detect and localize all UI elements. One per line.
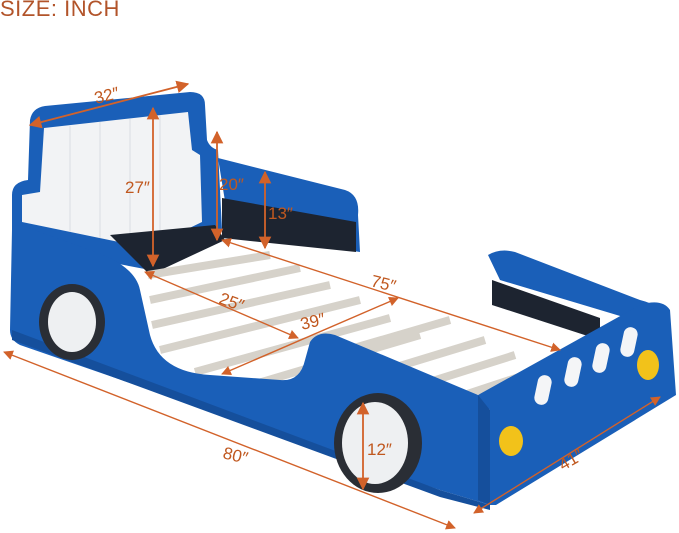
headlight-left (499, 426, 523, 456)
dim-headboard-height: 27″ (125, 178, 150, 197)
size-unit-title: SIZE: INCH (0, 0, 120, 21)
dim-inner-length: 75″ (369, 271, 398, 295)
near-side-panel (10, 225, 490, 510)
rear-wheel (39, 284, 105, 360)
dim-wheel-diameter: 12″ (367, 440, 392, 459)
dim-headboard-side-height: 20″ (219, 175, 244, 194)
dim-overall-length: 80″ (221, 443, 250, 467)
dimension-lines (3, 80, 661, 530)
far-side-rail (218, 158, 668, 340)
headlight-right (637, 350, 659, 380)
dim-side-rail-height: 13″ (268, 204, 293, 223)
